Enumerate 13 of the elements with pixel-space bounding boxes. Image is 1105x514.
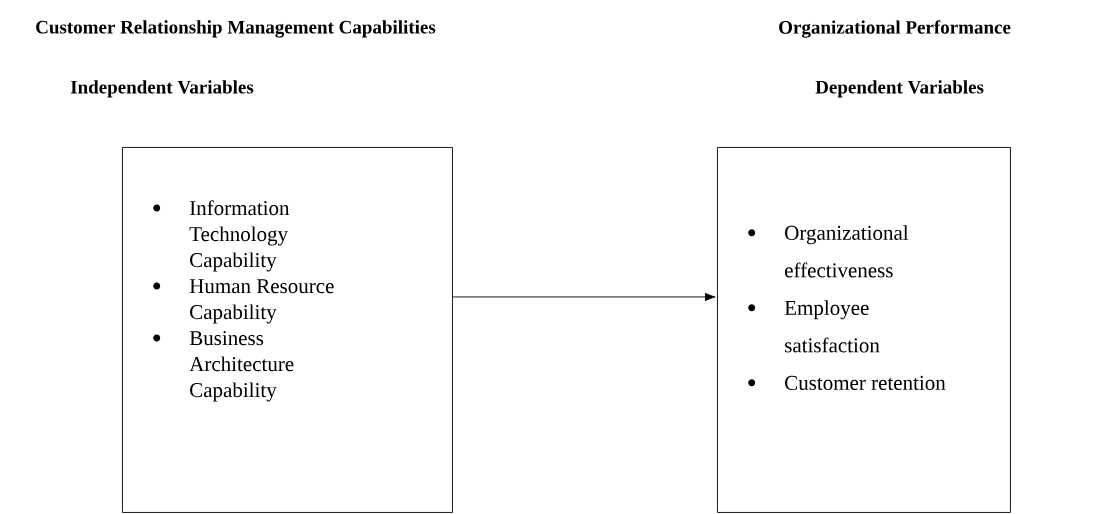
bullet-item: Organizational effectiveness xyxy=(785,225,909,278)
bullet-item: Business Architecture Capability xyxy=(189,331,294,402)
list-box xyxy=(122,147,453,513)
bullet-item: Human Resource Capability xyxy=(189,279,334,324)
arrow xyxy=(452,292,716,302)
bullet-item: Employee satisfaction xyxy=(784,300,880,353)
list-box xyxy=(717,147,1011,513)
heading: Dependent Variables xyxy=(815,80,984,98)
heading: Customer Relationship Management Capabilities xyxy=(36,20,436,38)
heading: Organizational Performance xyxy=(779,20,1011,38)
bullet-item: Information Technology Capability xyxy=(189,200,290,272)
bullet-item: Customer retention xyxy=(785,375,946,390)
heading: Independent Variables xyxy=(70,80,254,98)
